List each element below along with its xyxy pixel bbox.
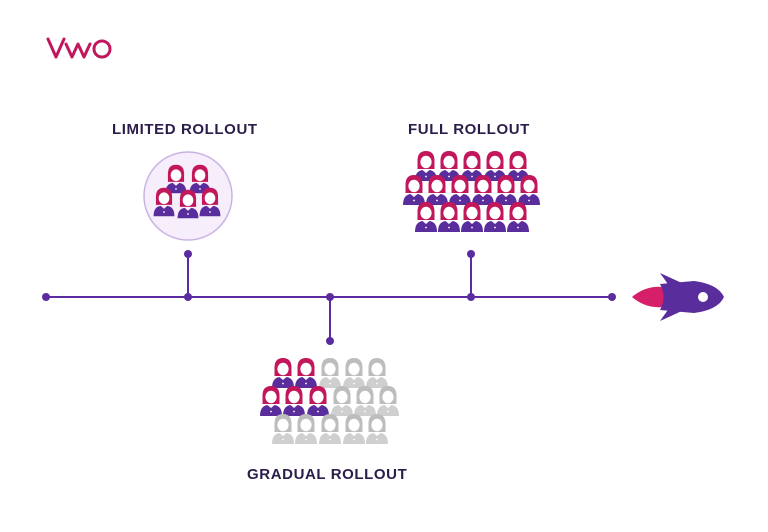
rocket-icon — [632, 273, 724, 321]
limited-connector-dot — [184, 250, 192, 258]
full-dot — [467, 293, 475, 301]
timeline-end-dot — [608, 293, 616, 301]
rocket-body — [660, 281, 724, 313]
rocket-window — [698, 292, 708, 302]
gradual-dot — [326, 293, 334, 301]
person-icon — [307, 386, 329, 416]
gradual-rollout-label: GRADUAL ROLLOUT — [247, 466, 408, 483]
person-icon — [295, 358, 317, 388]
person-icon — [484, 202, 506, 232]
full-connector-dot — [467, 250, 475, 258]
person-icon — [343, 414, 365, 444]
gradual-audience-group — [260, 358, 399, 444]
person-icon — [354, 386, 376, 416]
person-icon — [343, 358, 365, 388]
full-rollout-label: FULL ROLLOUT — [408, 121, 530, 138]
rocket-flame — [632, 286, 664, 308]
person-icon — [366, 414, 388, 444]
vwo-logo — [46, 37, 112, 59]
person-icon — [377, 386, 399, 416]
person-icon — [507, 202, 529, 232]
person-icon — [438, 202, 460, 232]
person-icon — [283, 386, 305, 416]
person-icon — [272, 414, 294, 444]
person-icon — [415, 202, 437, 232]
person-icon — [461, 202, 483, 232]
person-icon — [319, 414, 341, 444]
full-audience-group — [403, 151, 540, 232]
person-icon — [319, 358, 341, 388]
timeline — [42, 250, 616, 345]
person-icon — [295, 414, 317, 444]
limited-rollout-label: LIMITED ROLLOUT — [112, 121, 258, 138]
person-icon — [366, 358, 388, 388]
person-icon — [260, 386, 282, 416]
timeline-start-dot — [42, 293, 50, 301]
limited-dot — [184, 293, 192, 301]
person-icon — [272, 358, 294, 388]
person-icon — [331, 386, 353, 416]
gradual-connector-dot — [326, 337, 334, 345]
